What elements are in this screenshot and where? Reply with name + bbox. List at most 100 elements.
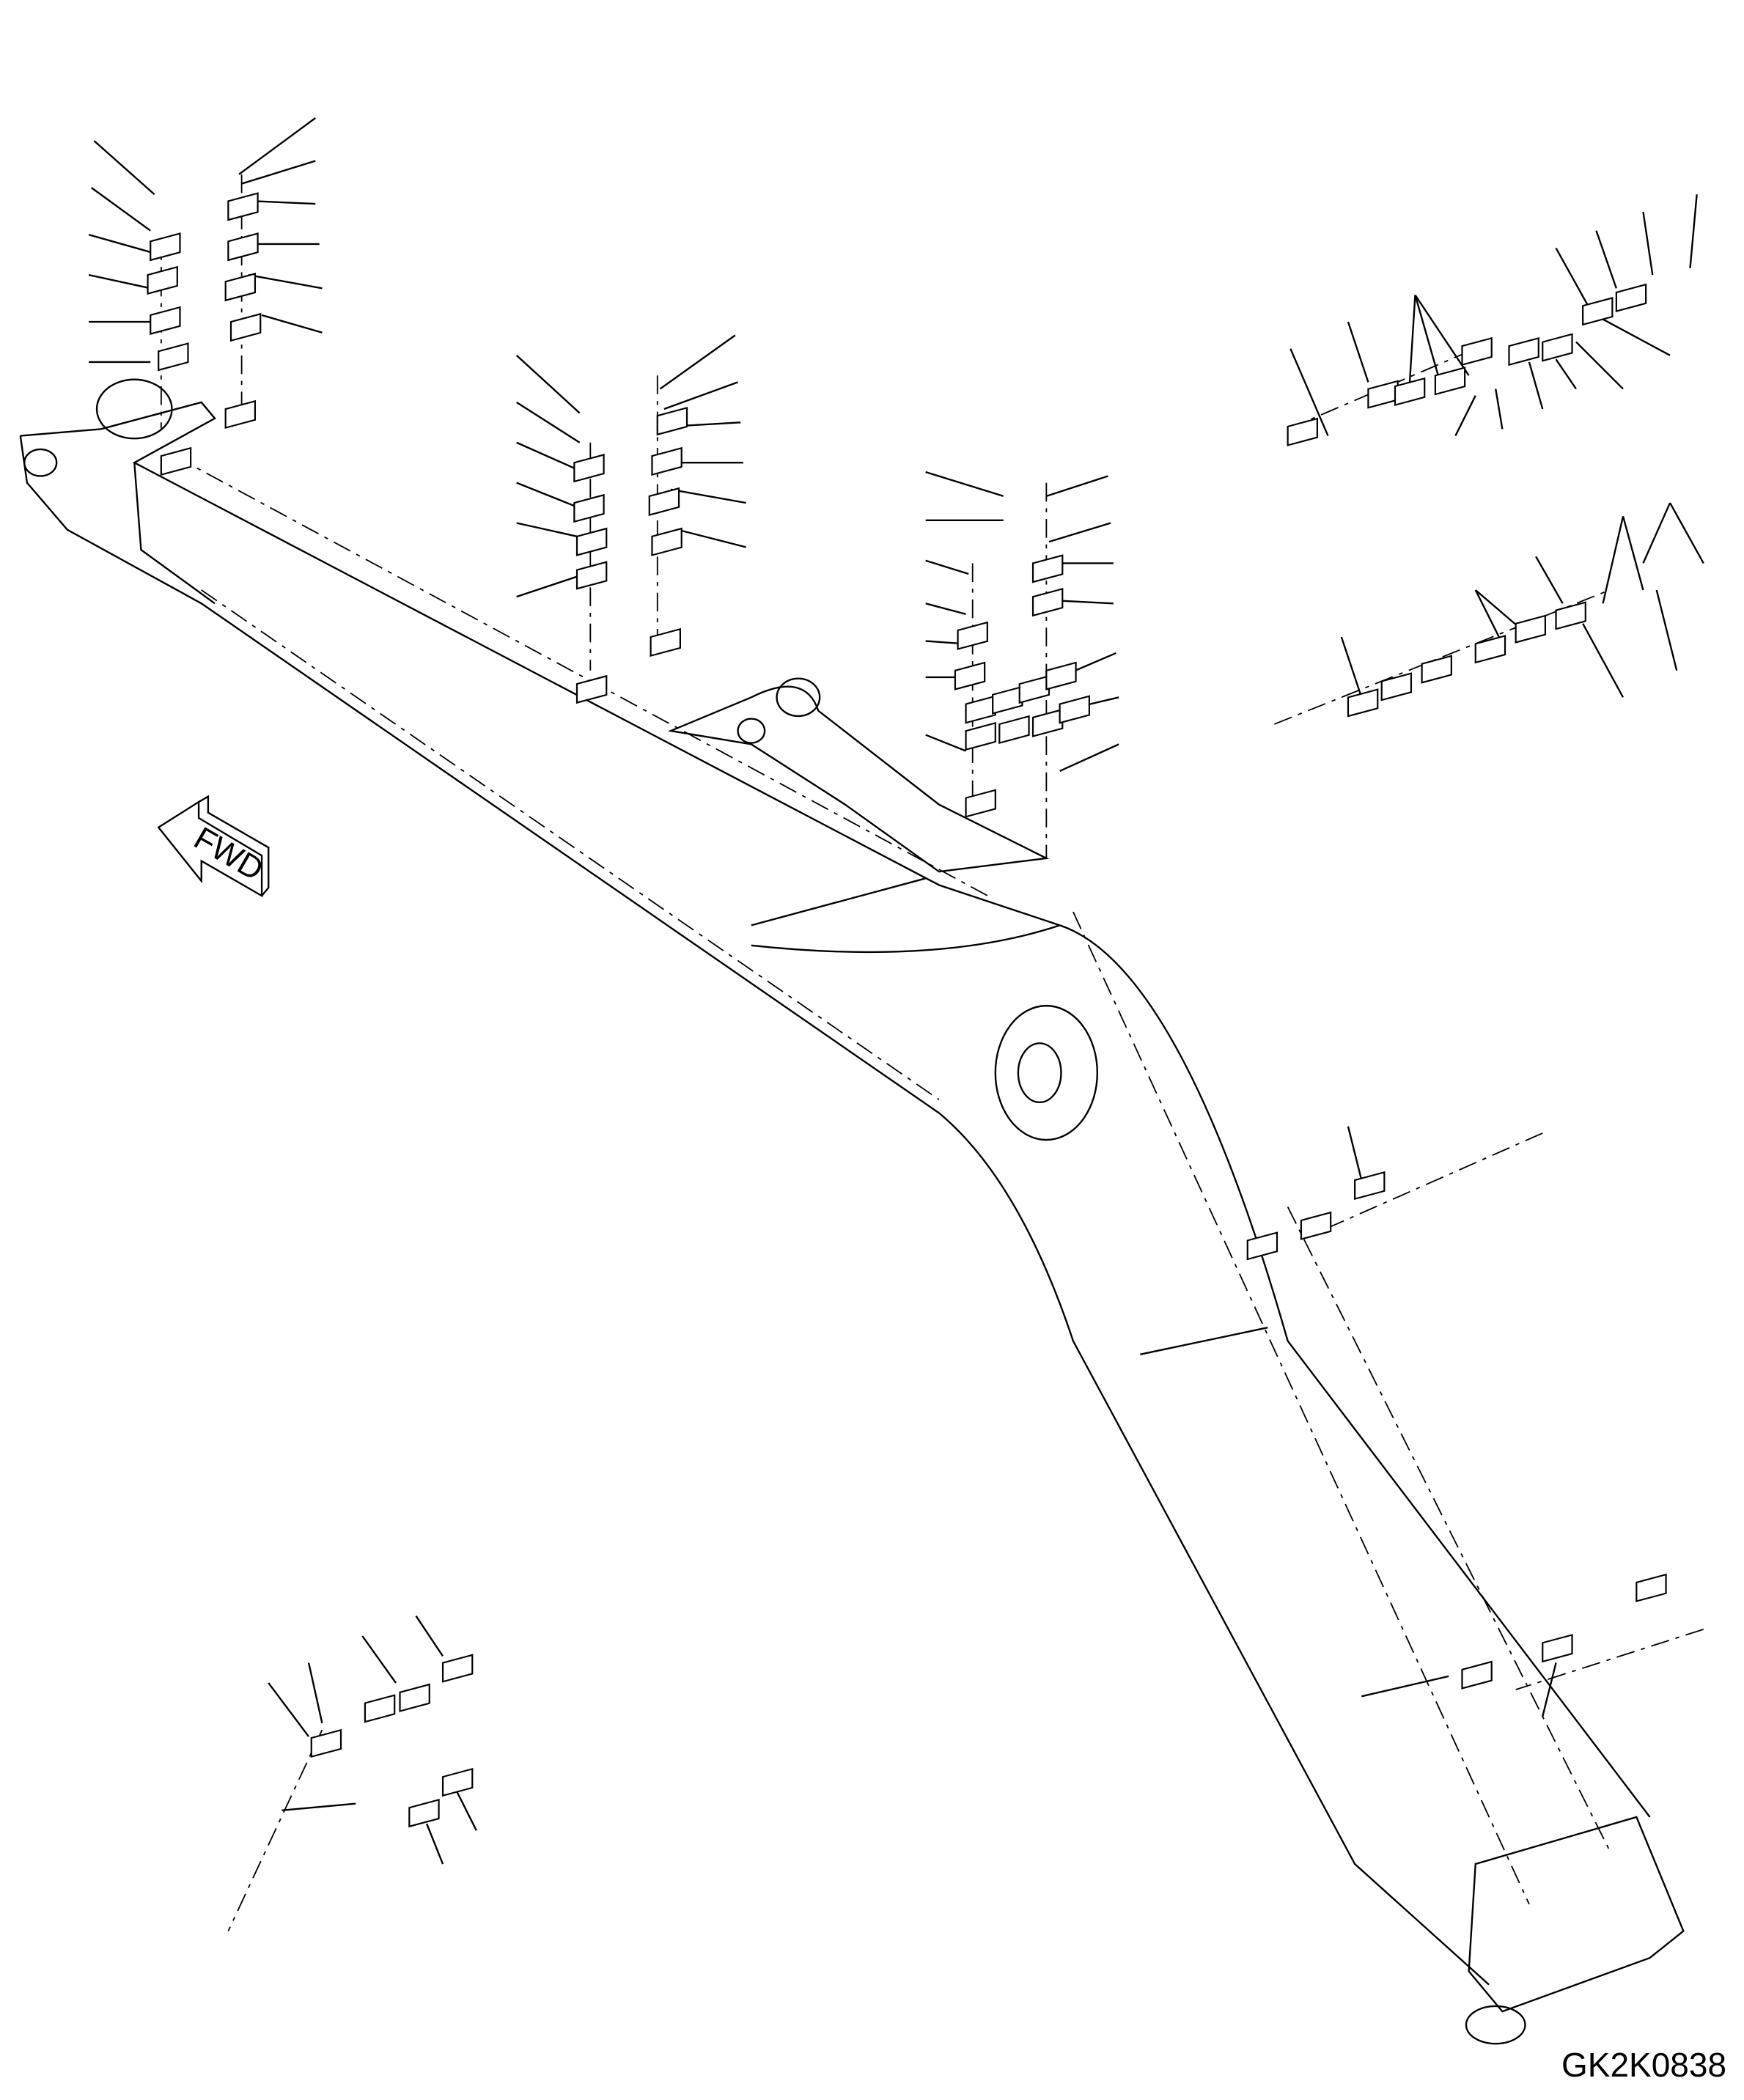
- centerline: [1274, 589, 1611, 725]
- leader-line: [455, 1789, 477, 1831]
- drawing-id: GK2K0838: [1561, 2046, 1727, 2084]
- hardware-part: [1367, 380, 1399, 409]
- leader-line: [1575, 341, 1624, 390]
- leader-line: [261, 314, 323, 334]
- leader-line: [88, 234, 151, 254]
- leader-line: [1642, 502, 1671, 564]
- hardware-part: [150, 232, 181, 262]
- centerline: [227, 1729, 323, 1931]
- leader-line: [925, 559, 969, 575]
- hardware-part: [1542, 333, 1573, 362]
- hardware-part: [1508, 336, 1539, 366]
- fwd-arrow-icon: FWD: [157, 795, 270, 898]
- leader-line: [1454, 395, 1476, 437]
- leader-line: [1340, 636, 1363, 698]
- hardware-part: [1045, 661, 1077, 690]
- leader-line: [1474, 589, 1504, 644]
- leader-line: [516, 575, 578, 598]
- leader-line: [1555, 247, 1591, 309]
- leader-line: [663, 381, 738, 410]
- hardware-part: [575, 527, 608, 556]
- hardware-part: [1615, 283, 1647, 312]
- hardware-part: [954, 661, 986, 690]
- hardware-part: [147, 265, 178, 295]
- leader-line: [1602, 516, 1625, 604]
- leader-line: [516, 482, 578, 508]
- leader-line: [925, 471, 1004, 498]
- hardware-part: [651, 527, 682, 556]
- centerline: [1072, 911, 1530, 1905]
- hardware-part: [1474, 635, 1506, 664]
- leader-line: [1347, 1126, 1363, 1181]
- leader-line: [238, 117, 316, 175]
- hardware-parts: [147, 192, 1667, 1828]
- leader-line: [1542, 1662, 1557, 1717]
- leader-line: [1048, 522, 1111, 543]
- hardware-part: [1636, 1573, 1667, 1602]
- leader-line: [515, 354, 581, 414]
- hardware-part: [1461, 336, 1493, 366]
- leader-line: [1059, 743, 1119, 773]
- hardware-part: [364, 1694, 396, 1723]
- hardware-part: [224, 273, 257, 302]
- leader-line: [254, 200, 316, 205]
- leader-line: [1595, 230, 1617, 289]
- leader-line: [1475, 589, 1523, 631]
- leader-line: [426, 1823, 444, 1865]
- hardware-part: [1300, 1211, 1332, 1240]
- leader-line: [1535, 556, 1564, 604]
- hardware-part: [648, 487, 680, 516]
- leader-line: [307, 1662, 323, 1724]
- hardware-part: [441, 1654, 474, 1683]
- hardware-part: [150, 306, 181, 335]
- hardware-part: [227, 192, 259, 221]
- hardware-part: [1515, 614, 1547, 644]
- hardware-part: [229, 312, 262, 342]
- centerline: [201, 589, 940, 1100]
- hardware-part: [575, 561, 608, 590]
- leader-line: [1655, 589, 1678, 671]
- leader-line: [1642, 211, 1654, 276]
- hardware-part: [998, 715, 1030, 745]
- hardware-part: [957, 621, 988, 650]
- leader-line: [241, 160, 316, 185]
- hardware-part: [965, 789, 996, 818]
- leader-line: [1059, 600, 1114, 605]
- leader-line: [1528, 361, 1544, 410]
- leader-line: [925, 734, 967, 752]
- leader-line: [516, 401, 581, 443]
- leader-line: [1414, 294, 1470, 376]
- hardware-part: [158, 342, 189, 372]
- centerline: [174, 455, 993, 899]
- hardware-part: [160, 446, 192, 476]
- hardware-part: [227, 232, 259, 262]
- leader-line: [659, 334, 736, 390]
- hardware-part: [1542, 1634, 1573, 1663]
- hardware-part: [575, 674, 608, 704]
- leader-line: [670, 488, 746, 504]
- centerline: [1515, 1628, 1704, 1691]
- leader-line: [268, 1682, 310, 1737]
- hardware-part: [965, 721, 996, 751]
- hardware-part: [573, 454, 605, 483]
- hardware-part: [1246, 1231, 1278, 1261]
- hardware-part: [1031, 588, 1064, 617]
- centerline: [1287, 1206, 1611, 1852]
- leader-line: [248, 273, 323, 290]
- hardware-part: [310, 1728, 342, 1758]
- leader-line: [91, 187, 151, 232]
- leader-line: [516, 441, 578, 471]
- hardware-part: [408, 1799, 440, 1828]
- leader-line: [361, 1635, 397, 1684]
- leader-line: [925, 640, 963, 645]
- hardware-part: [573, 493, 605, 523]
- hardware-part: [650, 627, 681, 657]
- hardware-part: [399, 1683, 430, 1712]
- leader-line: [1555, 358, 1577, 390]
- hardware-part: [1582, 297, 1614, 326]
- leader-line: [415, 1615, 444, 1657]
- hardware-part: [1031, 554, 1064, 583]
- hardware-part: [1347, 688, 1379, 718]
- hardware-part: [1018, 674, 1051, 704]
- leader-line: [1669, 502, 1704, 564]
